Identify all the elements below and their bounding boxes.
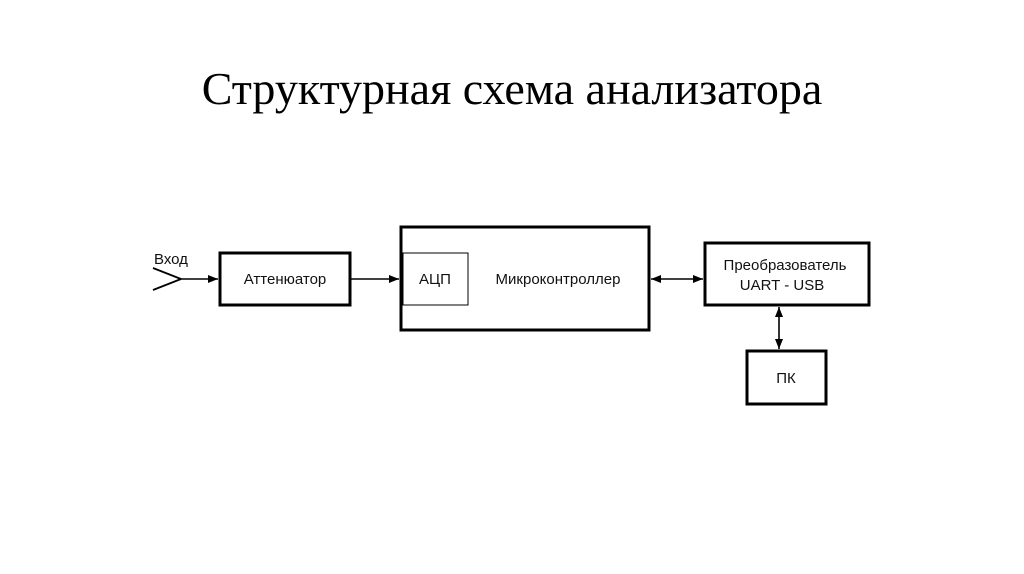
converter-label-line1: Преобразователь bbox=[724, 257, 847, 274]
input-label: Вход bbox=[154, 251, 188, 268]
pc-label: ПК bbox=[776, 370, 796, 387]
adc-label: АЦП bbox=[419, 271, 451, 288]
converter-label-line2: UART - USB bbox=[740, 277, 824, 294]
adc-block: АЦП bbox=[402, 252, 469, 306]
pc-block: ПК bbox=[745, 349, 828, 406]
slide-title: Структурная схема анализатора bbox=[201, 63, 823, 114]
microcontroller-block: АЦП Микроконтроллер bbox=[399, 225, 651, 332]
microcontroller-label: Микроконтроллер bbox=[496, 271, 621, 288]
input-connector-icon bbox=[152, 267, 182, 291]
attenuator-label: Аттенюатор bbox=[244, 271, 327, 288]
converter-block: Преобразователь UART - USB bbox=[703, 241, 871, 307]
attenuator-block: Аттенюатор bbox=[218, 251, 352, 307]
